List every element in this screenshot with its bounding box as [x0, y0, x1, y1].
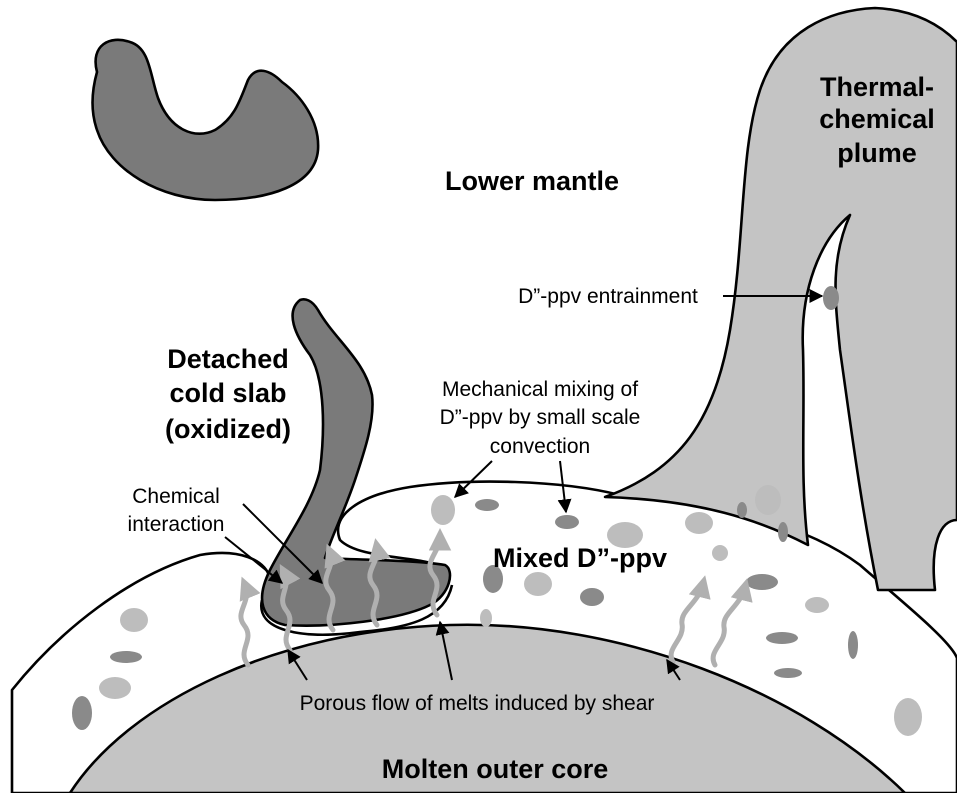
chemical-label-2: interaction [128, 513, 225, 536]
slab-label-3: (oxidized) [165, 414, 291, 444]
detached-slab [262, 299, 450, 625]
slab-label-2: cold slab [169, 378, 286, 408]
entrainment-label: D”-ppv entrainment [518, 285, 698, 308]
mixing-label-2: D”-ppv by small scale [440, 406, 641, 429]
plume-label-3: plume [837, 138, 917, 168]
mixing-label-3: convection [490, 435, 590, 458]
lower-mantle-label: Lower mantle [445, 166, 619, 196]
plume-label-2: chemical [819, 104, 935, 134]
slab-label-1: Detached [167, 344, 289, 374]
porous-flow-label: Porous flow of melts induced by shear [300, 692, 655, 715]
mixed-ppv-label: Mixed D”-ppv [493, 543, 667, 573]
outer-core-label: Molten outer core [382, 754, 609, 784]
entrained-ppv-blob [823, 286, 839, 310]
chemical-label-1: Chemical [132, 485, 220, 508]
u-shaped-slab [92, 40, 318, 200]
mixing-label-1: Mechanical mixing of [442, 378, 638, 401]
plume-label-1: Thermal- [820, 72, 934, 102]
